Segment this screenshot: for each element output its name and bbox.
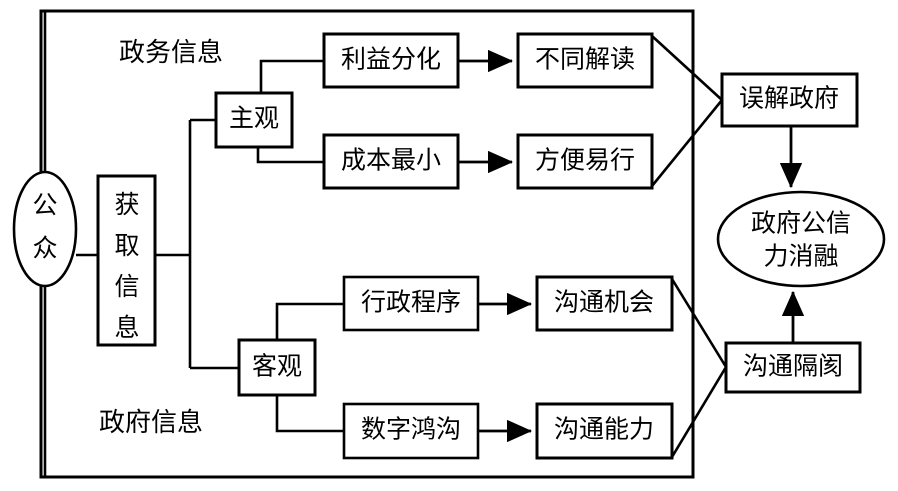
acquire-info-char-4: 息	[114, 314, 139, 342]
edge-subjective-to-interest	[259, 59, 324, 93]
acquire-info-box-shape	[96, 174, 157, 347]
edge-interpretation-to-misunderstand	[651, 35, 723, 101]
different-interpretation-label: 不同解读	[535, 46, 635, 74]
edge-convenient-to-misunderstand	[650, 99, 724, 187]
node-interest-differentiation[interactable]: 利益分化	[322, 32, 460, 89]
edge-subjective-to-cost	[256, 147, 324, 164]
credibility-dissolution-ellipse-shape	[716, 190, 886, 288]
communication-opportunity-box-shape	[535, 275, 674, 332]
digital-divide-label: 数字鸿沟	[361, 416, 461, 444]
edge-opportunity-to-barrier	[670, 278, 728, 368]
node-subjective[interactable]: 主观	[214, 91, 294, 149]
edge-objective-to-procedure	[275, 302, 344, 340]
administrative-procedure-label: 行政程序	[361, 289, 461, 317]
node-administrative-procedure[interactable]: 行政程序	[342, 275, 480, 332]
node-communication-opportunity[interactable]: 沟通机会	[535, 275, 674, 332]
public-label-line-1: 公	[32, 193, 57, 220]
node-different-interpretation[interactable]: 不同解读	[516, 32, 654, 89]
minimum-cost-label: 成本最小	[341, 147, 441, 175]
objective-label: 客观	[252, 353, 302, 381]
acquire-info-char-3: 信	[114, 273, 139, 301]
acquire-info-char-1: 获	[114, 191, 139, 219]
node-objective[interactable]: 客观	[237, 338, 317, 397]
node-communication-ability[interactable]: 沟通能力	[535, 402, 674, 460]
communication-barrier-label: 沟通隔阂	[743, 353, 843, 381]
credibility-dissolution-label-line-2: 力消融	[763, 243, 838, 271]
node-public[interactable]: 公 众	[12, 170, 78, 288]
edge-ability-to-barrier	[670, 366, 728, 458]
interest-differentiation-label: 利益分化	[341, 46, 441, 74]
different-interpretation-box-shape	[516, 32, 654, 89]
subjective-label: 主观	[229, 105, 279, 133]
label-gov-affairs-info: 政务信息	[119, 38, 223, 67]
interest-differentiation-box-shape	[322, 32, 460, 89]
convenient-and-easy-box-shape	[516, 133, 654, 190]
node-digital-divide[interactable]: 数字鸿沟	[342, 402, 480, 460]
node-credibility-dissolution[interactable]: 政府公信 力消融	[716, 190, 886, 288]
digital-divide-box-shape	[342, 402, 480, 460]
communication-opportunity-label: 沟通机会	[554, 289, 654, 317]
administrative-procedure-box-shape	[342, 275, 480, 332]
credibility-dissolution-label-line-1: 政府公信	[751, 210, 851, 238]
misunderstand-government-label: 误解政府	[739, 85, 839, 113]
communication-barrier-box-shape	[724, 341, 862, 394]
label-gov-info: 政府信息	[99, 408, 203, 437]
convenient-and-easy-label: 方便易行	[535, 147, 635, 175]
misunderstand-government-box-shape	[720, 72, 859, 128]
node-acquire-info[interactable]: 获 取 信 息	[96, 174, 157, 347]
node-misunderstand-government[interactable]: 误解政府	[720, 72, 859, 128]
minimum-cost-box-shape	[322, 133, 460, 190]
node-minimum-cost[interactable]: 成本最小	[322, 133, 460, 190]
communication-ability-box-shape	[535, 402, 674, 460]
communication-ability-label: 沟通能力	[554, 416, 654, 444]
public-ellipse-shape	[12, 170, 78, 288]
node-convenient-and-easy[interactable]: 方便易行	[516, 133, 654, 190]
objective-box-shape	[237, 338, 317, 397]
acquire-info-char-2: 取	[114, 233, 139, 260]
node-communication-barrier[interactable]: 沟通隔阂	[724, 341, 862, 394]
public-label-line-2: 众	[32, 235, 57, 263]
edge-objective-to-divide	[275, 395, 344, 433]
subjective-box-shape	[214, 91, 294, 149]
